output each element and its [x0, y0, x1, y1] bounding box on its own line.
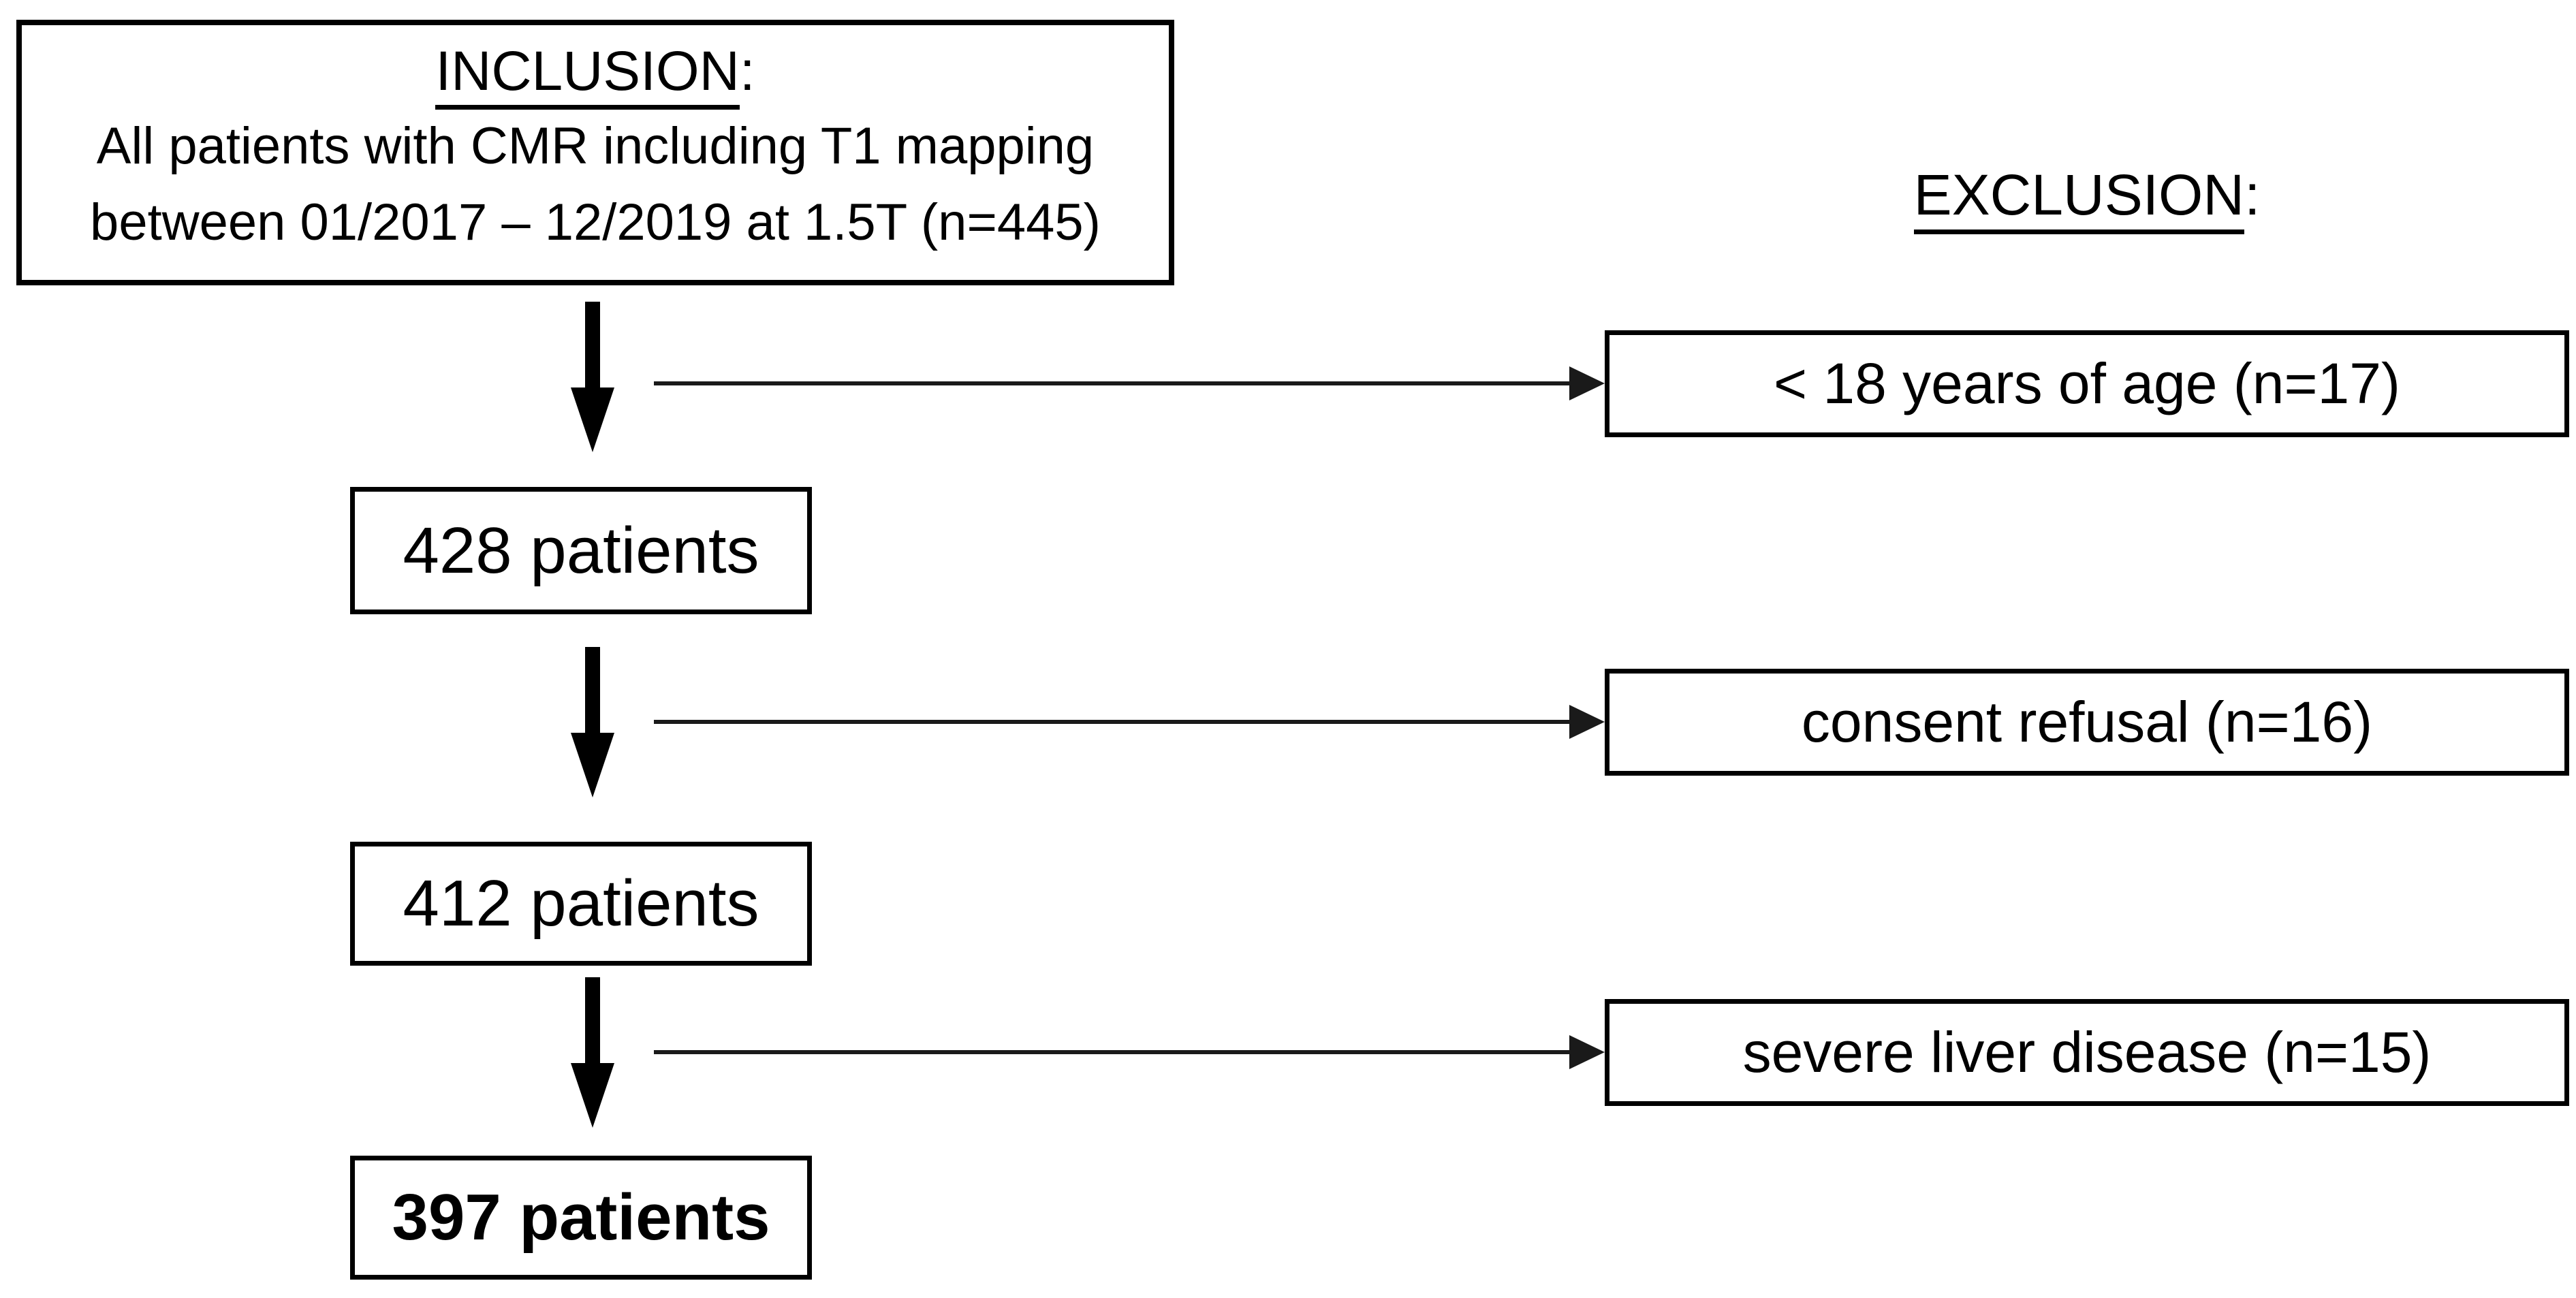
down-arrow-2-head-icon — [571, 733, 614, 797]
flow-box-428-patients: 428 patients — [350, 487, 812, 614]
exclusion-header: EXCLUSION: — [1605, 162, 2569, 234]
flow-box-397-patients: 397 patients — [350, 1156, 812, 1280]
inclusion-body-line-2: between 01/2017 – 12/2019 at 1.5T (n=445… — [90, 193, 1101, 251]
down-arrow-2-shaft — [585, 647, 600, 734]
exclusion-box-severe-liver-disease-label: severe liver disease (n=15) — [1742, 1020, 2432, 1084]
branch-arrow-3-line — [654, 1050, 1572, 1054]
branch-arrow-2-head-icon — [1569, 705, 1605, 739]
down-arrow-1-shaft — [585, 302, 600, 389]
inclusion-title-colon: : — [739, 40, 755, 102]
flow-box-428-patients-label: 428 patients — [403, 513, 759, 587]
exclusion-box-consent-refusal-label: consent refusal (n=16) — [1801, 690, 2373, 754]
down-arrow-1-head-icon — [571, 387, 614, 452]
exclusion-box-severe-liver-disease: severe liver disease (n=15) — [1605, 999, 2569, 1106]
flow-box-397-patients-label: 397 patients — [392, 1181, 770, 1254]
exclusion-box-under-18-label: < 18 years of age (n=17) — [1774, 351, 2400, 415]
inclusion-title-text: INCLUSION — [435, 40, 740, 110]
branch-arrow-2 — [654, 705, 1605, 739]
branch-arrow-1-line — [654, 381, 1572, 385]
flow-box-412-patients-label: 412 patients — [403, 867, 759, 940]
exclusion-box-consent-refusal: consent refusal (n=16) — [1605, 669, 2569, 776]
flow-box-412-patients: 412 patients — [350, 842, 812, 966]
branch-arrow-3-head-icon — [1569, 1035, 1605, 1069]
branch-arrow-3 — [654, 1035, 1605, 1069]
exclusion-header-colon: : — [2244, 163, 2261, 227]
inclusion-body-line-1: All patients with CMR including T1 mappi… — [96, 117, 1095, 175]
down-arrow-3-shaft — [585, 977, 600, 1064]
exclusion-header-text: EXCLUSION — [1913, 163, 2245, 234]
down-arrow-3-head-icon — [571, 1063, 614, 1128]
inclusion-box: INCLUSION: All patients with CMR includi… — [16, 20, 1174, 285]
exclusion-box-under-18: < 18 years of age (n=17) — [1605, 330, 2569, 437]
branch-arrow-1 — [654, 366, 1605, 400]
branch-arrow-1-head-icon — [1569, 366, 1605, 400]
inclusion-title: INCLUSION: — [435, 35, 755, 110]
branch-arrow-2-line — [654, 720, 1572, 724]
